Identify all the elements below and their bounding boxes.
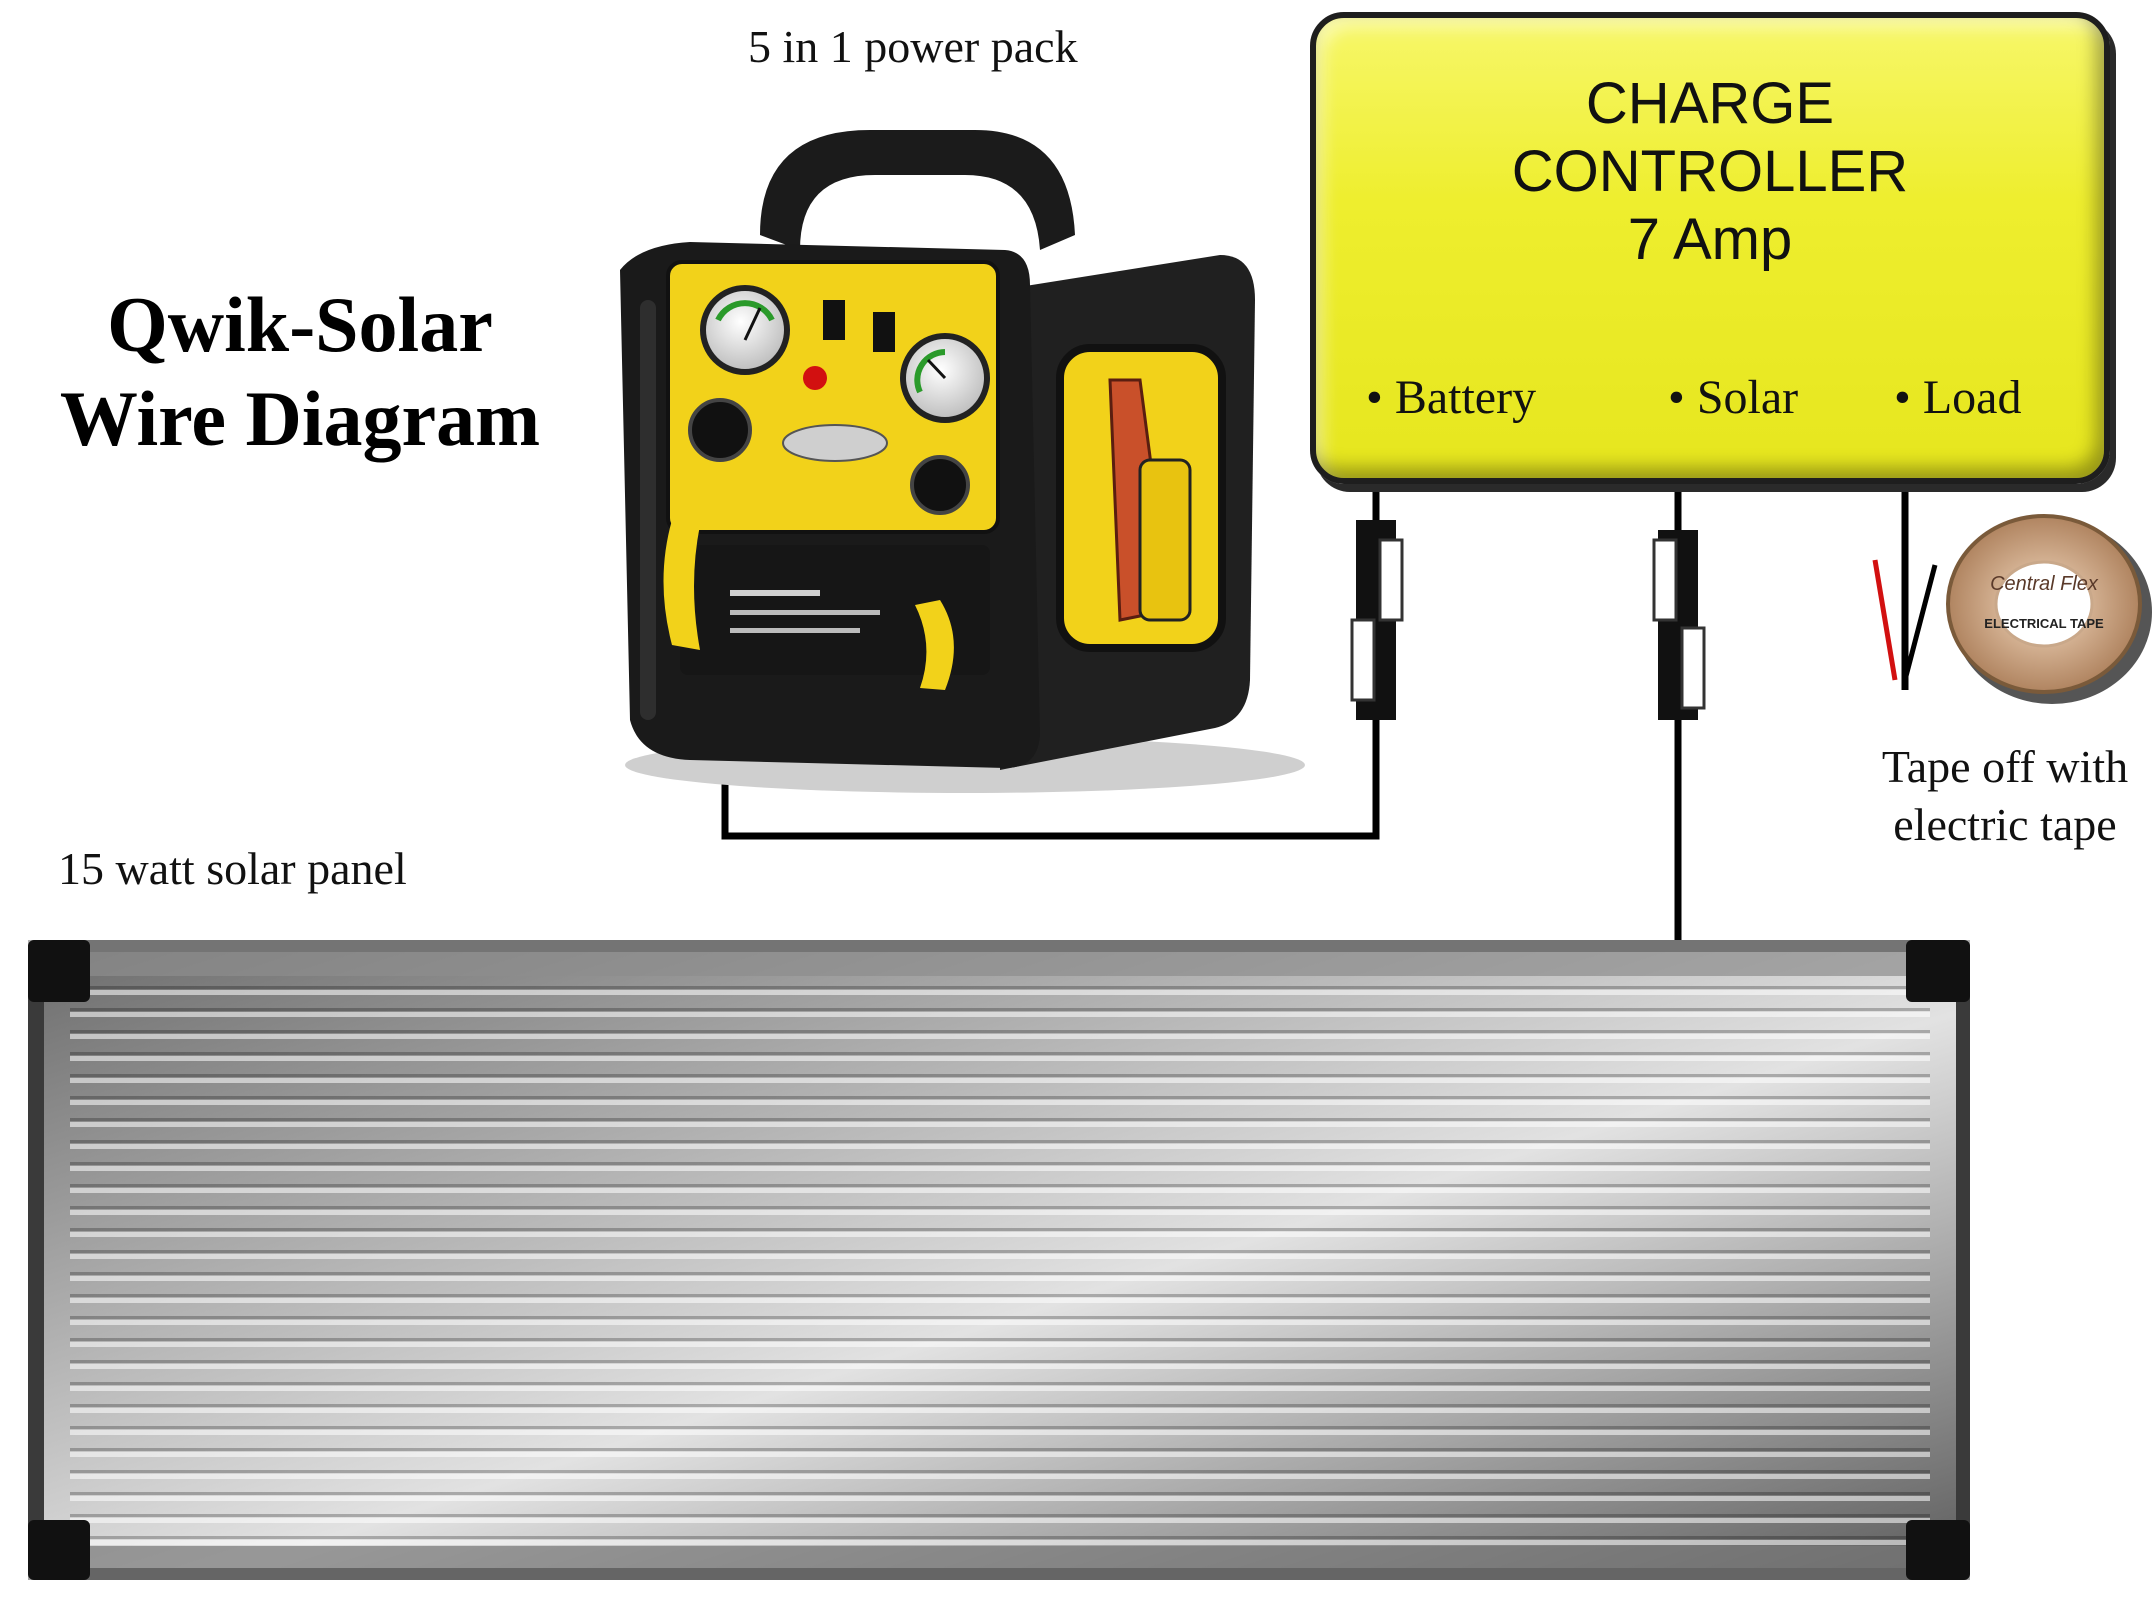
battery-fuse-icon	[1350, 520, 1404, 720]
solar-panel-caption: 15 watt solar panel	[58, 843, 407, 894]
load-wire-ends-icon	[1872, 559, 1938, 681]
load-terminal: • Load	[1894, 370, 2021, 425]
terminal-dot-icon: •	[1366, 371, 1395, 424]
solar-terminal-label: Solar	[1696, 371, 1799, 424]
battery-terminal: • Battery	[1366, 370, 1536, 425]
panel-corner-icon	[1906, 940, 1970, 1002]
solar-fuse-icon	[1652, 530, 1706, 720]
tape-brand-text: Central Flex	[1990, 573, 2099, 595]
battery-terminal-label: Battery	[1394, 371, 1537, 424]
controller-line-1: CHARGE	[1585, 71, 1835, 136]
solar-panel-cells	[70, 975, 1930, 1545]
controller-line-2: CONTROLLER	[1511, 139, 1909, 204]
tape-note-line-2: electric tape	[1893, 799, 2117, 850]
terminal-dot-icon: •	[1668, 371, 1697, 424]
charge-controller-label: CHARGE CONTROLLER 7 Amp	[1316, 70, 2104, 274]
tape-note: Tape off with electric tape	[1860, 738, 2150, 854]
diagram-title: Qwik-Solar Wire Diagram	[20, 278, 580, 466]
controller-line-3: 7 Amp	[1627, 207, 1793, 272]
solar-terminal: • Solar	[1668, 370, 1798, 425]
panel-corner-icon	[28, 940, 90, 1002]
title-line-1: Qwik-Solar	[107, 281, 493, 368]
tape-product-text: ELECTRICAL TAPE	[1984, 616, 2104, 631]
solar-panel	[28, 940, 1970, 1580]
load-terminal-label: Load	[1922, 371, 2022, 424]
title-line-2: Wire Diagram	[59, 375, 541, 462]
charge-controller: CHARGE CONTROLLER 7 Amp • Battery • Sola…	[1310, 12, 2110, 484]
terminal-dot-icon: •	[1894, 371, 1923, 424]
tape-note-line-1: Tape off with	[1881, 741, 2129, 792]
panel-corner-icon	[1906, 1520, 1970, 1580]
panel-corner-icon	[28, 1520, 90, 1580]
electrical-tape-icon: Central Flex ELECTRICAL TAPE	[1946, 514, 2152, 704]
power-pack-caption: 5 in 1 power pack	[748, 21, 1078, 72]
power-pack-icon	[620, 130, 1305, 793]
